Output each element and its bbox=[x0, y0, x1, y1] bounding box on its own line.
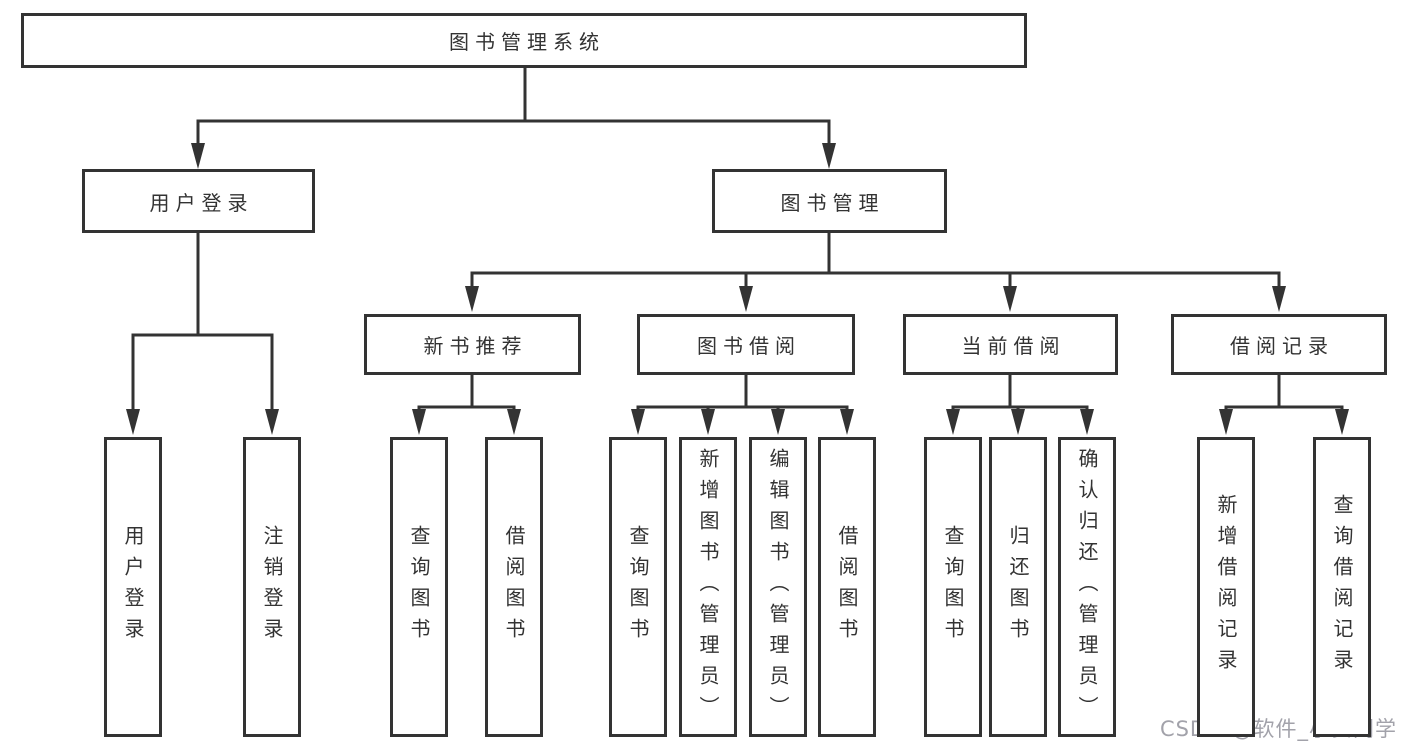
node-label: 查询图书 bbox=[941, 525, 965, 649]
leaf-confirm-return-admin: 确认归还（管理员） bbox=[1058, 437, 1116, 737]
leaf-query-books-current: 查询图书 bbox=[924, 437, 982, 737]
arrowhead-icon bbox=[946, 409, 960, 435]
arrowhead-icon bbox=[191, 143, 205, 169]
node-label: 借阅图书 bbox=[835, 525, 859, 649]
edge-book-management-children bbox=[465, 233, 1286, 312]
arrowhead-icon bbox=[822, 143, 836, 169]
node-label: 图书借阅 bbox=[697, 334, 801, 358]
node-label: 新书推荐 bbox=[423, 334, 528, 358]
arrowhead-icon bbox=[1011, 409, 1025, 435]
node-book-borrowing: 图书借阅 bbox=[637, 314, 855, 375]
node-current-borrowing: 当前借阅 bbox=[903, 314, 1118, 375]
node-label: 图书管理 bbox=[780, 190, 885, 215]
arrowhead-icon bbox=[1335, 409, 1349, 435]
node-label: 图书管理系统 bbox=[449, 30, 605, 54]
edge-current-borrow-children bbox=[946, 375, 1094, 435]
arrowhead-icon bbox=[631, 409, 645, 435]
node-label: 注销登录 bbox=[260, 525, 284, 649]
node-label: 编辑图书（管理员） bbox=[766, 447, 790, 727]
arrowhead-icon bbox=[465, 286, 479, 312]
node-book-management: 图书管理 bbox=[712, 169, 947, 233]
node-label: 借阅图书 bbox=[502, 525, 526, 649]
leaf-user-login: 用户登录 bbox=[104, 437, 162, 737]
arrowhead-icon bbox=[126, 409, 140, 435]
leaf-logout: 注销登录 bbox=[243, 437, 301, 737]
leaf-query-borrow-record: 查询借阅记录 bbox=[1313, 437, 1371, 737]
leaf-edit-book-admin: 编辑图书（管理员） bbox=[749, 437, 807, 737]
node-label: 用户登录 bbox=[149, 190, 254, 215]
node-label: 查询借阅记录 bbox=[1330, 494, 1354, 680]
node-label: 归还图书 bbox=[1006, 525, 1030, 649]
arrowhead-icon bbox=[739, 286, 753, 312]
arrowhead-icon bbox=[412, 409, 426, 435]
node-label: 新增图书（管理员） bbox=[696, 447, 720, 727]
edge-borrow-record-children bbox=[1219, 375, 1349, 435]
node-label: 借阅记录 bbox=[1230, 334, 1334, 358]
arrowhead-icon bbox=[1272, 286, 1286, 312]
node-label: 查询图书 bbox=[626, 525, 650, 649]
node-borrowing-records: 借阅记录 bbox=[1171, 314, 1387, 375]
node-label: 当前借阅 bbox=[961, 334, 1066, 358]
node-library-management-system: 图书管理系统 bbox=[21, 13, 1027, 68]
arrowhead-icon bbox=[1080, 409, 1094, 435]
node-label: 查询图书 bbox=[407, 525, 431, 649]
node-new-book-recommendation: 新书推荐 bbox=[364, 314, 581, 375]
leaf-query-books-recommend: 查询图书 bbox=[390, 437, 448, 737]
edge-new-book-children bbox=[412, 375, 521, 435]
arrowhead-icon bbox=[1219, 409, 1233, 435]
arrowhead-icon bbox=[507, 409, 521, 435]
leaf-borrow-books-recommend: 借阅图书 bbox=[485, 437, 543, 737]
leaf-borrow-books: 借阅图书 bbox=[818, 437, 876, 737]
arrowhead-icon bbox=[1003, 286, 1017, 312]
edge-user-login-children bbox=[126, 233, 279, 435]
edge-book-borrow-children bbox=[631, 375, 854, 435]
leaf-add-book-admin: 新增图书（管理员） bbox=[679, 437, 737, 737]
edge-root-to-level2 bbox=[191, 68, 836, 169]
arrowhead-icon bbox=[265, 409, 279, 435]
node-user-login: 用户登录 bbox=[82, 169, 315, 233]
node-label: 确认归还（管理员） bbox=[1075, 447, 1099, 727]
arrowhead-icon bbox=[701, 409, 715, 435]
leaf-return-book: 归还图书 bbox=[989, 437, 1047, 737]
node-label: 用户登录 bbox=[121, 525, 145, 649]
leaf-query-books-borrow: 查询图书 bbox=[609, 437, 667, 737]
leaf-add-borrow-record: 新增借阅记录 bbox=[1197, 437, 1255, 737]
arrowhead-icon bbox=[840, 409, 854, 435]
node-label: 新增借阅记录 bbox=[1214, 494, 1238, 680]
arrowhead-icon bbox=[771, 409, 785, 435]
